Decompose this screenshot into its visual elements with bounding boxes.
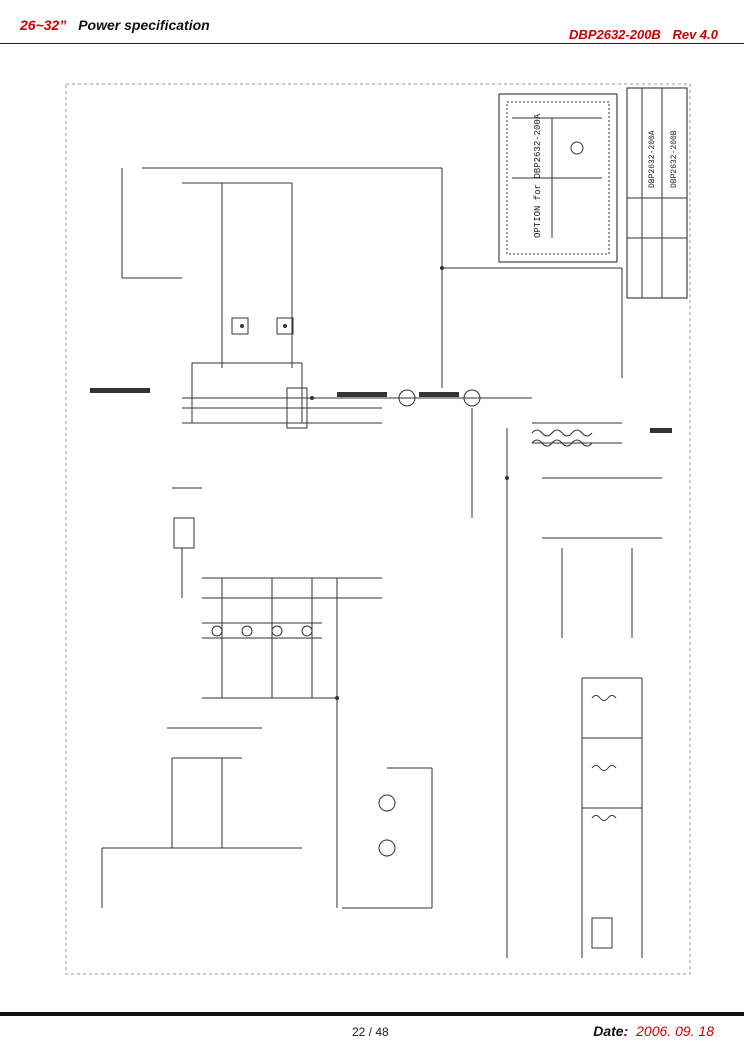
model-number: DBP2632-200B (569, 27, 661, 42)
title-block-model-b: DBP2632-200B (670, 130, 679, 188)
screen-size-range: 26~32” (20, 17, 67, 33)
document-title: Power specification (78, 17, 210, 33)
document-model-info: DBP2632-200B Rev 4.0 (569, 27, 718, 42)
power-supply-schematic: OPTION for DBP2632-200A DBP2632-200A DBP… (65, 83, 691, 975)
option-box-label: OPTION for DBP2632-200A (533, 113, 543, 238)
document-header-title: 26~32” Power specification (20, 17, 210, 33)
revision-label: Rev 4.0 (672, 27, 718, 42)
title-block-model-a: DBP2632-200A (648, 130, 657, 188)
page-number: 22 / 48 (352, 1025, 389, 1039)
document-date: Date: 2006. 09. 18 (593, 1023, 714, 1039)
date-label: Date: (593, 1023, 629, 1039)
date-value: 2006. 09. 18 (636, 1023, 714, 1039)
header-divider (0, 43, 744, 44)
footer-divider (0, 1012, 744, 1016)
